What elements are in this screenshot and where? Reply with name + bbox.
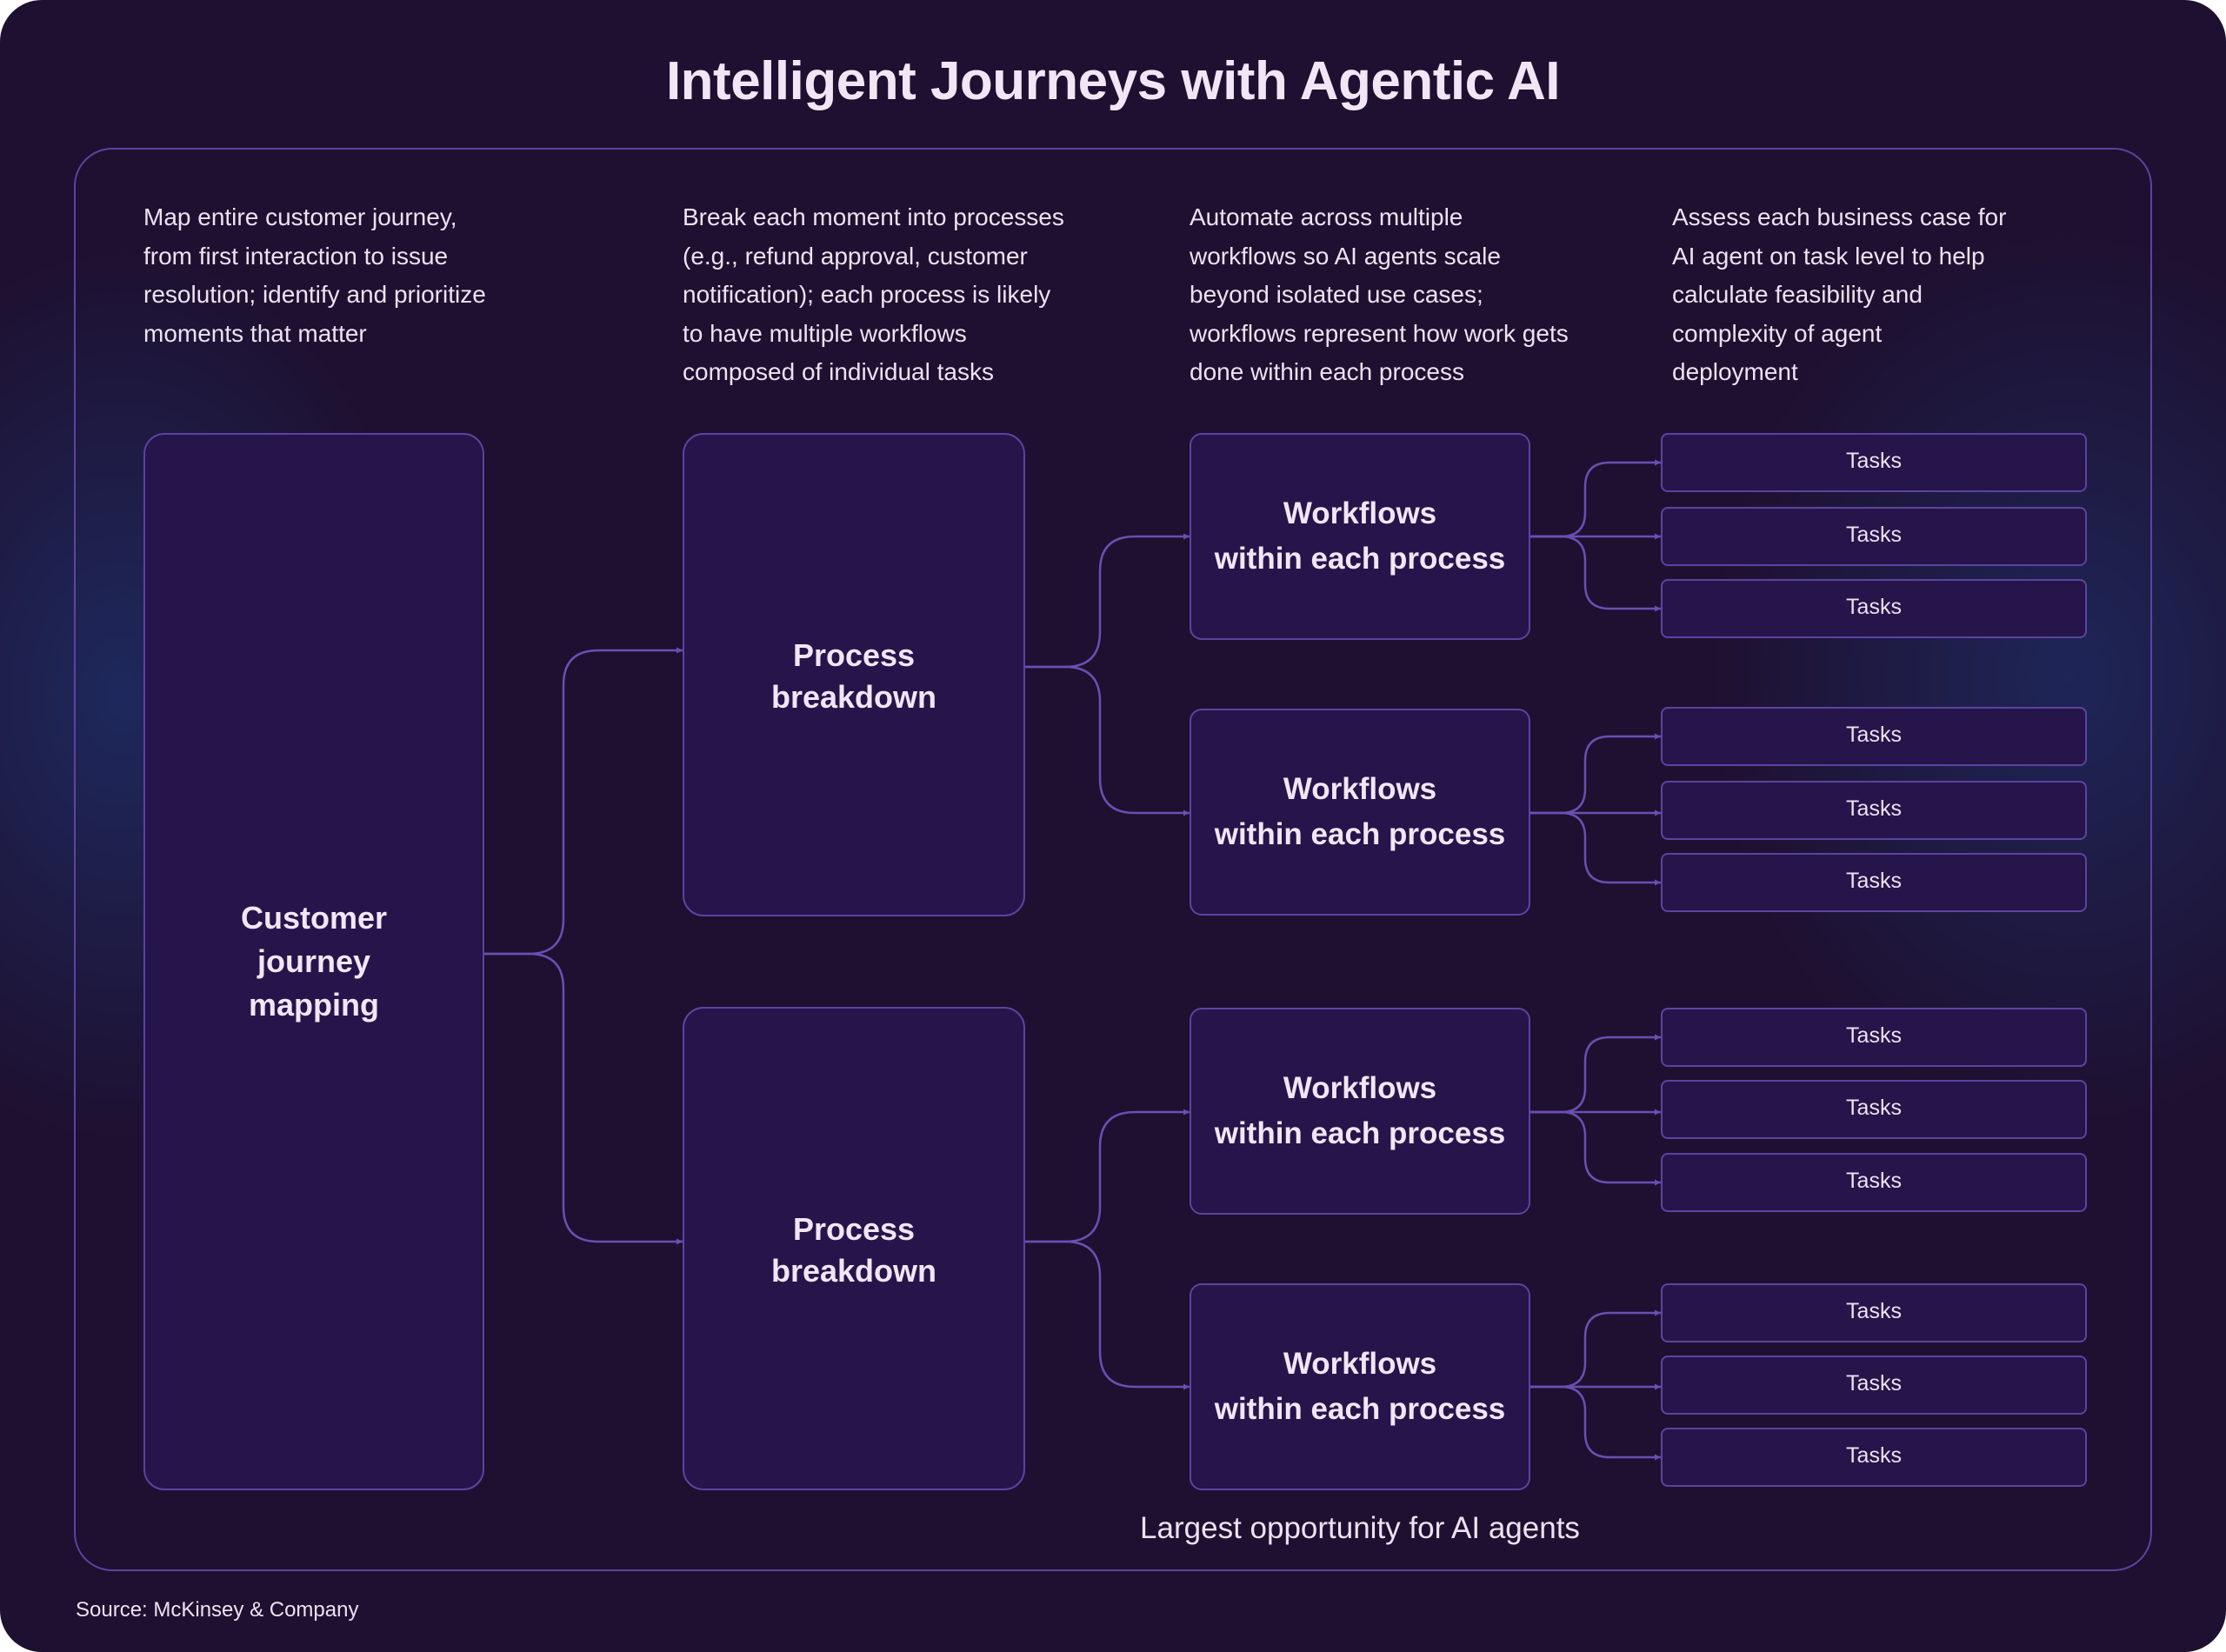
task-box: Tasks bbox=[1661, 507, 2087, 566]
workflow-card: Workflows within each process bbox=[1190, 709, 1530, 916]
workflow-card: Workflows within each process bbox=[1190, 433, 1530, 640]
task-box: Tasks bbox=[1661, 1153, 2087, 1212]
task-box: Tasks bbox=[1661, 1356, 2087, 1415]
workflow-card: Workflows within each process bbox=[1190, 1283, 1530, 1490]
source-note: Source: McKinsey & Company bbox=[76, 1598, 359, 1622]
workflow-label: Workflows within each process bbox=[1214, 496, 1506, 576]
task-box: Tasks bbox=[1661, 433, 2087, 492]
description-customer-journey: Map entire customer journey, from first … bbox=[143, 203, 486, 347]
process-breakdown-card: Process breakdown bbox=[683, 1007, 1025, 1490]
process-breakdown-card: Process breakdown bbox=[683, 433, 1025, 916]
diagram-frame bbox=[74, 148, 2152, 1571]
workflow-label: Workflows within each process bbox=[1214, 772, 1506, 851]
task-box: Tasks bbox=[1661, 707, 2087, 766]
task-box: Tasks bbox=[1661, 781, 2087, 840]
process-breakdown-label: Process breakdown bbox=[770, 637, 937, 715]
workflow-label: Workflows within each process bbox=[1214, 1347, 1506, 1426]
process-breakdown-label: Process breakdown bbox=[770, 1211, 937, 1289]
task-box: Tasks bbox=[1661, 579, 2087, 638]
task-box: Tasks bbox=[1661, 1283, 2087, 1342]
description-workflows: Automate across multiple workflows so AI… bbox=[1190, 203, 1569, 385]
customer-journey-mapping-card: Customer journey mapping bbox=[143, 433, 484, 1490]
task-box: Tasks bbox=[1661, 853, 2087, 912]
largest-opportunity-label: Largest opportunity for AI agents bbox=[1140, 1511, 1580, 1545]
description-process-breakdown: Break each moment into processes (e.g., … bbox=[683, 203, 1064, 385]
task-box: Tasks bbox=[1661, 1080, 2087, 1139]
task-box: Tasks bbox=[1661, 1428, 2087, 1487]
customer-journey-label: Customer journey mapping bbox=[240, 900, 388, 1023]
workflow-card: Workflows within each process bbox=[1190, 1008, 1530, 1215]
task-box: Tasks bbox=[1661, 1008, 2087, 1067]
description-tasks: Assess each business case for AI agent o… bbox=[1672, 203, 2007, 385]
diagram-title: Intelligent Journeys with Agentic AI bbox=[665, 51, 1561, 111]
workflow-label: Workflows within each process bbox=[1214, 1071, 1506, 1150]
